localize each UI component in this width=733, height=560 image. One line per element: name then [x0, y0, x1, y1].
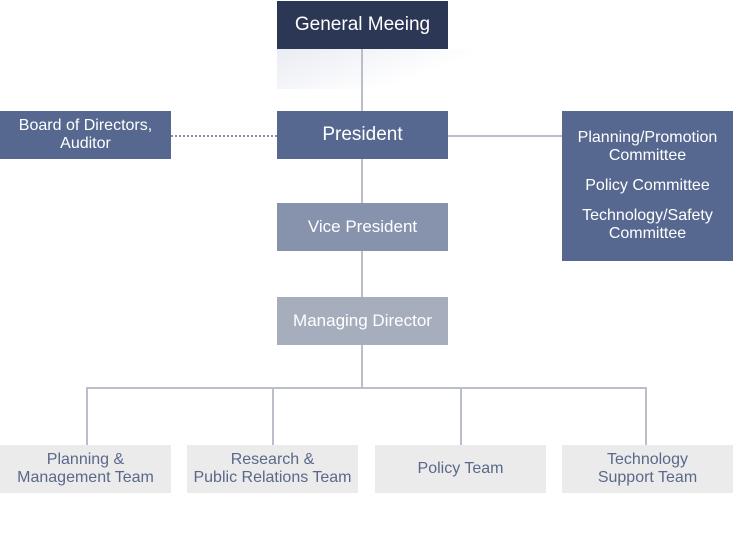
- team-planning-management: Planning & Management Team: [0, 445, 171, 493]
- team-policy: Policy Team: [375, 445, 546, 493]
- connector-general-president: [361, 49, 363, 111]
- decorative-shadow: [277, 49, 477, 89]
- team-planning-line-2: Management Team: [17, 469, 154, 486]
- connector-team-1: [86, 387, 88, 445]
- connector-vice-managing: [361, 251, 363, 297]
- connector-team-2: [272, 387, 274, 445]
- connector-managing-bus: [361, 345, 363, 388]
- team-research-public-relations: Research & Public Relations Team: [187, 445, 358, 493]
- connector-board-president: [171, 135, 277, 137]
- president-box: President: [277, 111, 448, 159]
- board-label-line-2: Auditor: [60, 135, 111, 152]
- managing-director-label: Managing Director: [293, 311, 432, 330]
- committee-planning-line-1: Planning/Promotion: [577, 129, 718, 146]
- team-policy-label: Policy Team: [417, 460, 504, 477]
- committee-technology-line-2: Committee: [608, 225, 687, 242]
- managing-director-box: Managing Director: [277, 297, 448, 345]
- committees-box: Planning/Promotion Committee Policy Comm…: [562, 111, 733, 261]
- connector-team-3: [460, 387, 462, 445]
- team-technology-support: Technology Support Team: [562, 445, 733, 493]
- team-technology-line-2: Support Team: [597, 469, 698, 486]
- vice-president-label: Vice President: [307, 217, 418, 236]
- connector-president-committees: [448, 135, 562, 137]
- general-meeting-box: General Meeing: [277, 1, 448, 49]
- committee-policy: Policy Committee: [585, 177, 710, 194]
- committee-planning-line-2: Committee: [608, 147, 687, 164]
- team-research-line-2: Public Relations Team: [193, 469, 352, 486]
- connector-team-4: [645, 387, 647, 445]
- team-technology-line-1: Technology: [607, 451, 688, 468]
- vice-president-box: Vice President: [277, 203, 448, 251]
- general-meeting-label: General Meeing: [294, 14, 431, 35]
- connector-team-bus: [86, 387, 647, 389]
- team-research-line-1: Research &: [230, 451, 315, 468]
- board-label-line-1: Board of Directors,: [18, 117, 153, 134]
- connector-president-vice: [361, 159, 363, 203]
- board-box: Board of Directors, Auditor: [0, 111, 171, 159]
- president-label: President: [322, 124, 403, 145]
- team-planning-line-1: Planning &: [46, 451, 125, 468]
- committee-technology-line-1: Technology/Safety: [582, 207, 713, 224]
